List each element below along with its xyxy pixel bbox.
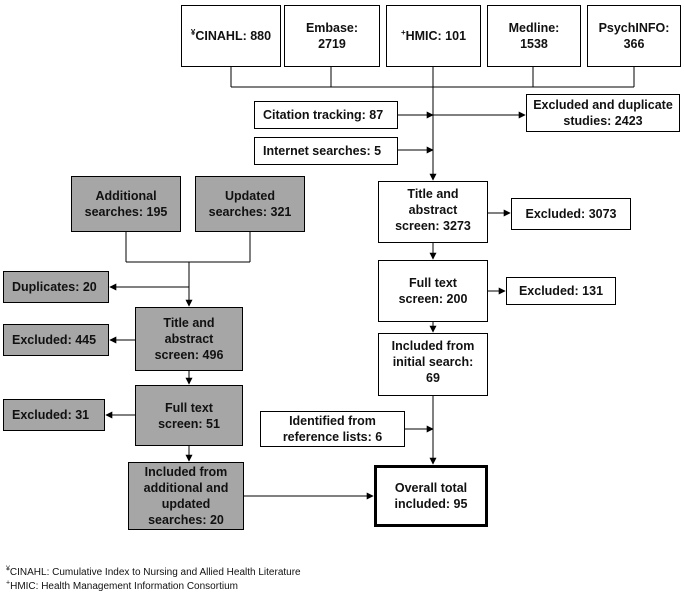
side-excluded-title-box: Excluded: 445 — [3, 324, 109, 356]
box-label: Excluded: 31 — [12, 408, 90, 422]
box-label: Excluded and duplicate studies: 2423 — [533, 98, 673, 128]
excluded-full-box: Excluded: 131 — [506, 277, 616, 305]
box-label: Updated searches: 321 — [208, 189, 292, 219]
reference-lists-box: Identified from reference lists: 6 — [260, 411, 405, 447]
database-label: Embase: 2719 — [305, 21, 359, 51]
database-embase: Embase: 2719 — [284, 5, 380, 67]
footnote-text: CINAHL: Cumulative Index to Nursing and … — [9, 567, 301, 578]
box-label: Citation tracking: 87 — [263, 108, 384, 122]
database-psychinfo: PsychINFO: 366 — [587, 5, 681, 67]
footnote-text: HMIC: Health Management Information Cons… — [10, 581, 238, 592]
side-included-box: Included from additional and updated sea… — [128, 462, 244, 530]
citation-tracking-box: Citation tracking: 87 — [254, 101, 398, 129]
excluded-duplicate-box: Excluded and duplicate studies: 2423 — [526, 94, 680, 132]
overall-total-box: Overall total included: 95 — [374, 465, 488, 527]
box-label: Internet searches: 5 — [263, 144, 382, 158]
included-initial-box: Included from initial search: 69 — [378, 333, 488, 396]
updated-searches-box: Updated searches: 321 — [195, 176, 305, 232]
box-label: Overall total included: 95 — [394, 481, 468, 511]
full-text-screen-box: Full text screen: 200 — [378, 260, 488, 322]
database-cinahl: ¥CINAHL: 880 — [181, 5, 281, 67]
box-label: Title and abstract screen: 3273 — [395, 187, 471, 233]
box-label: Excluded: 131 — [518, 284, 604, 298]
footnote-marker: + — [6, 579, 11, 587]
footnote-marker-cinahl: ¥ — [190, 27, 196, 37]
database-label: CINAHL: 880 — [195, 29, 272, 43]
box-label: Full text screen: 51 — [158, 400, 220, 431]
box-label: Excluded: 445 — [12, 333, 97, 347]
additional-searches-box: Additional searches: 195 — [71, 176, 181, 232]
box-label: Excluded: 3073 — [525, 207, 617, 221]
database-medline: Medline: 1538 — [487, 5, 581, 67]
footnote-marker: ¥ — [6, 565, 10, 573]
box-label: Included from initial search: 69 — [391, 339, 475, 385]
footnote-hmic: +HMIC: Health Management Information Con… — [6, 579, 238, 592]
footnote-marker-hmic: + — [400, 27, 406, 37]
box-label: Identified from reference lists: 6 — [282, 414, 383, 444]
footnote-cinahl: ¥CINAHL: Cumulative Index to Nursing and… — [6, 565, 301, 578]
internet-searches-box: Internet searches: 5 — [254, 137, 398, 165]
database-label: HMIC: 101 — [405, 29, 467, 43]
box-label: Duplicates: 20 — [12, 280, 97, 294]
side-full-text-box: Full text screen: 51 — [135, 385, 243, 446]
database-label: Medline: 1538 — [508, 21, 560, 51]
database-hmic: +HMIC: 101 — [386, 5, 481, 67]
side-excluded-full-box: Excluded: 31 — [3, 399, 105, 431]
excluded-title-box: Excluded: 3073 — [511, 198, 631, 230]
duplicates-box: Duplicates: 20 — [3, 271, 109, 303]
database-label: PsychINFO: 366 — [598, 21, 670, 51]
box-label: Full text screen: 200 — [398, 276, 468, 306]
box-label: Additional searches: 195 — [84, 189, 168, 219]
box-label: Included from additional and updated sea… — [143, 465, 229, 527]
title-abstract-screen-box: Title and abstract screen: 3273 — [378, 181, 488, 243]
box-label: Title and abstract screen: 496 — [154, 316, 224, 362]
side-title-abstract-box: Title and abstract screen: 496 — [135, 307, 243, 371]
